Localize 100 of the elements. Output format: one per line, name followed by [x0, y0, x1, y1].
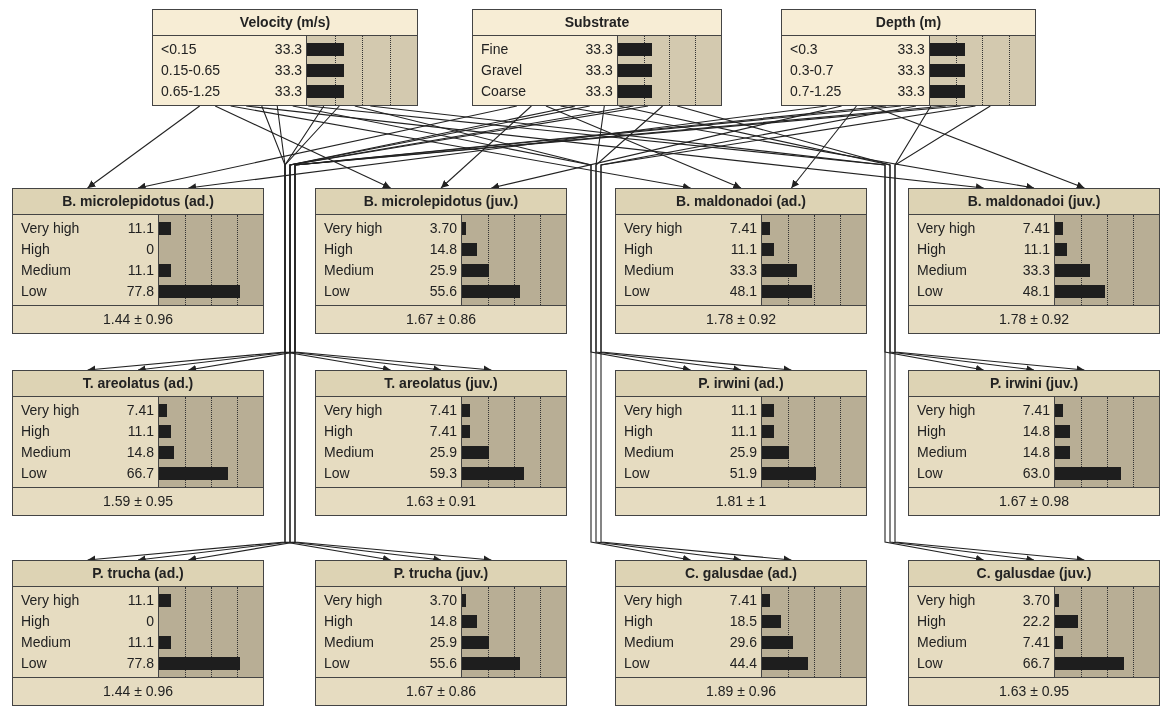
state-label: Very high [624, 219, 683, 238]
probability-value: 33.3 [585, 82, 613, 101]
probability-value: 33.3 [1022, 261, 1050, 280]
probability-value: 25.9 [429, 443, 457, 462]
probability-value: 11.1 [127, 633, 154, 652]
state-label: Gravel [481, 61, 523, 80]
state-label: Coarse [481, 82, 527, 101]
state-label: Low [917, 282, 943, 301]
probability-value: 11.1 [127, 422, 154, 441]
probability-value: 33.3 [274, 61, 303, 80]
state-label: Low [624, 282, 650, 301]
probability-value: 48.1 [729, 282, 757, 301]
node-title: P. trucha (juv.) [316, 561, 566, 587]
probability-value: 59.3 [429, 464, 457, 483]
state-label: Fine [481, 40, 509, 59]
node-box [908, 560, 1160, 706]
node-box [908, 188, 1160, 334]
probability-value: 25.9 [429, 261, 457, 280]
node-box [615, 370, 867, 516]
probability-value: 44.4 [729, 654, 757, 673]
state-label: High [917, 612, 946, 631]
probability-value: 77.8 [126, 654, 154, 673]
node-title: C. galusdae (juv.) [909, 561, 1159, 587]
state-label: Low [917, 654, 943, 673]
state-label: 0.15-0.65 [161, 61, 221, 80]
state-label: 0.7-1.25 [790, 82, 842, 101]
node-box [315, 188, 567, 334]
state-label: Low [624, 654, 650, 673]
state-label: Low [324, 654, 350, 673]
state-label: Medium [917, 261, 967, 280]
state-label: Very high [917, 591, 976, 610]
probability-value: 55.6 [429, 654, 457, 673]
arrow [870, 105, 1085, 189]
state-label: High [21, 612, 50, 631]
probability-value: 63.0 [1022, 464, 1050, 483]
state-label: Medium [624, 443, 674, 462]
state-label: Low [624, 464, 650, 483]
probability-value: 25.9 [729, 443, 757, 462]
probability-value: 33.3 [897, 82, 925, 101]
state-label: High [624, 240, 653, 259]
node-title: C. galusdae (ad.) [616, 561, 866, 587]
state-label: Very high [624, 401, 683, 420]
state-label: High [21, 240, 50, 259]
state-label: Very high [21, 401, 80, 420]
node-box [472, 9, 722, 106]
state-label: High [624, 422, 653, 441]
state-label: Very high [324, 591, 383, 610]
node-box [615, 188, 867, 334]
probability-value: 48.1 [1022, 282, 1050, 301]
probability-value: 25.9 [429, 633, 457, 652]
probability-value: 29.6 [729, 633, 757, 652]
node-box [615, 560, 867, 706]
state-label: 0.65-1.25 [161, 82, 221, 101]
state-label: Medium [917, 633, 967, 652]
arrow [490, 105, 843, 190]
state-label: High [917, 422, 946, 441]
probability-value: 33.3 [897, 40, 925, 59]
state-label: Medium [917, 443, 967, 462]
state-label: High [324, 240, 353, 259]
state-label: Medium [21, 633, 71, 652]
probability-value: 0 [146, 612, 154, 631]
state-label: Medium [324, 443, 374, 462]
probability-value: 7.41 [126, 401, 154, 420]
probability-value: 77.8 [126, 282, 154, 301]
probability-value: 14.8 [429, 240, 457, 259]
probability-value: 11.1 [730, 401, 757, 420]
state-label: High [624, 612, 653, 631]
probability-value: 11.1 [127, 219, 154, 238]
state-label: Low [21, 464, 47, 483]
state-label: Very high [917, 401, 976, 420]
probability-value: 55.6 [429, 282, 457, 301]
probability-value: 14.8 [1022, 443, 1050, 462]
state-label: Medium [324, 261, 374, 280]
state-label: Medium [324, 633, 374, 652]
state-label: Medium [624, 633, 674, 652]
node-box [908, 370, 1160, 516]
probability-value: 33.3 [274, 40, 303, 59]
node-title: B. maldonadoi (juv.) [909, 189, 1159, 215]
state-label: <0.15 [161, 40, 197, 59]
node-box [315, 370, 567, 516]
probability-value: 51.9 [729, 464, 757, 483]
probability-value: 7.41 [429, 422, 457, 441]
probability-value: 33.3 [274, 82, 303, 101]
probability-value: 66.7 [1022, 654, 1050, 673]
node-title: B. maldonadoi (ad.) [616, 189, 866, 215]
node-box [12, 560, 264, 706]
probability-value: 11.1 [730, 240, 757, 259]
state-label: Medium [624, 261, 674, 280]
arrow [440, 105, 532, 189]
node-title: B. microlepidotus (juv.) [316, 189, 566, 215]
probability-value: 11.1 [730, 422, 757, 441]
node-title: P. irwini (ad.) [616, 371, 866, 397]
probability-value: 3.70 [429, 591, 457, 610]
state-label: Low [917, 464, 943, 483]
arrow [545, 105, 742, 189]
state-label: High [324, 612, 353, 631]
node-box [12, 188, 264, 334]
probability-value: 11.1 [1023, 240, 1050, 259]
probability-value: 33.3 [585, 40, 613, 59]
probability-value: 7.41 [1022, 633, 1050, 652]
